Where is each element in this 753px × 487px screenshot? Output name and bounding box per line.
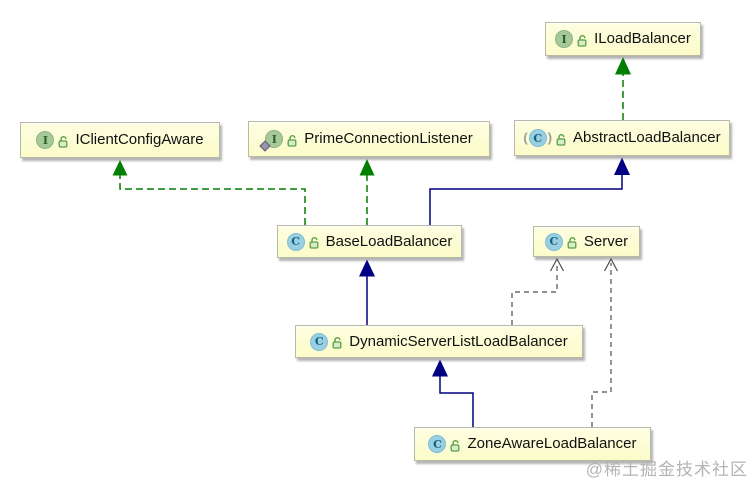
node-label: Server [583, 232, 629, 250]
static-inner-interface-icon: I [259, 130, 284, 152]
abstract-class-icon: C [523, 129, 552, 147]
node-label: ZoneAwareLoadBalancer [467, 435, 637, 452]
lock-icon [567, 236, 578, 249]
edge-zoneawareloadbalancer-extends-dynamicserverlistloadbalancer [432, 359, 474, 427]
uml-node-iloadbalancer[interactable]: I ILoadBalancer [545, 22, 701, 56]
uml-node-dynamicserverlistloadbalancer[interactable]: C DynamicServerListLoadBalancer [295, 325, 583, 358]
uml-node-abstractloadbalancer[interactable]: C AbstractLoadBalancer [514, 120, 730, 156]
uml-node-baseloadbalancer[interactable]: C BaseLoadBalancer [277, 225, 462, 258]
node-label: ILoadBalancer [594, 30, 691, 47]
lock-icon [309, 236, 320, 249]
lock-icon [287, 134, 298, 147]
uml-node-iclientconfigaware[interactable]: I IClientConfigAware [20, 122, 220, 158]
uml-node-server[interactable]: C Server [533, 226, 640, 257]
class-icon: C [286, 232, 305, 251]
watermark: @稀土掘金技术社区 [585, 460, 748, 479]
node-label: IClientConfigAware [75, 131, 204, 148]
uml-node-primeconnectionlistener[interactable]: I PrimeConnectionListener [248, 121, 490, 157]
uml-node-zoneawareloadbalancer[interactable]: C ZoneAwareLoadBalancer [414, 427, 651, 461]
lock-icon [332, 336, 343, 349]
edge-zoneawareloadbalancer-uses-server [591, 257, 619, 427]
lock-icon [577, 34, 588, 47]
node-label: DynamicServerListLoadBalancer [349, 332, 568, 350]
interface-icon: I [36, 131, 55, 149]
edge-dynamicserverlistloadbalancer-uses-server [511, 257, 565, 325]
node-label: BaseLoadBalancer [325, 232, 453, 250]
edge-abstractloadbalancer-implements-iloadbalancer [615, 57, 631, 120]
lock-icon [556, 133, 567, 146]
class-icon: C [544, 232, 563, 251]
lock-icon [450, 439, 461, 452]
edge-baseloadbalancer-implements-iclientconfigaware [112, 160, 306, 225]
edge-baseloadbalancer-implements-primeconnectionlistener [359, 159, 375, 225]
edge-dynamicserverlistloadbalancer-extends-baseloadbalancer [359, 259, 375, 325]
edge-baseloadbalancer-extends-abstractloadbalancer [429, 157, 630, 225]
lock-icon [58, 135, 69, 148]
class-icon: C [310, 332, 329, 351]
interface-icon: I [555, 30, 574, 48]
node-label: AbstractLoadBalancer [573, 129, 721, 146]
class-icon: C [428, 435, 447, 453]
node-label: PrimeConnectionListener [304, 130, 473, 147]
